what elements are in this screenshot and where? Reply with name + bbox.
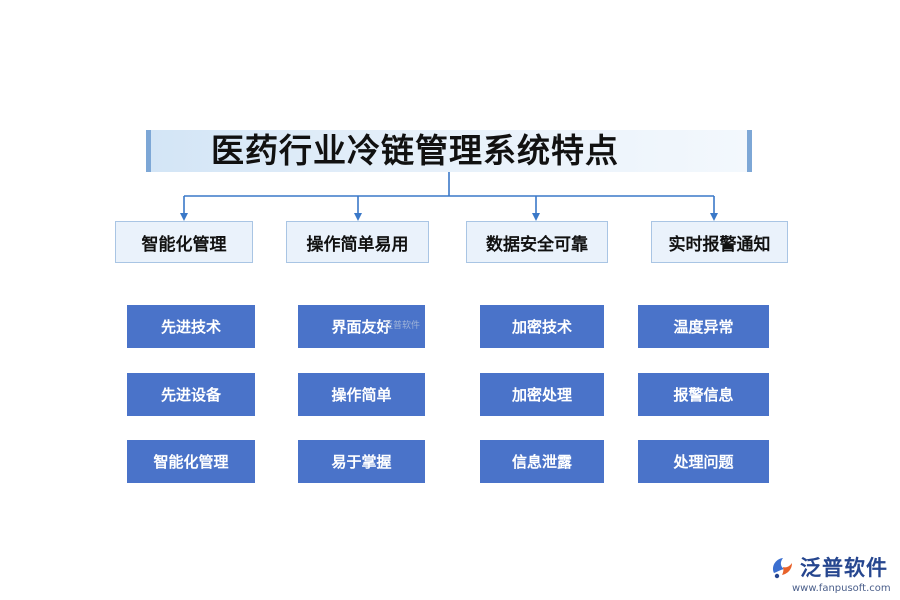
feature-label: 智能化管理: [153, 453, 229, 471]
category-label: 数据安全可靠: [486, 234, 588, 255]
category-label: 智能化管理: [141, 234, 227, 255]
feature-box: 智能化管理: [127, 440, 255, 483]
feature-label: 处理问题: [673, 453, 734, 471]
feature-box: 加密技术: [480, 305, 604, 348]
feature-label: 报警信息: [673, 386, 734, 404]
feature-box: 处理问题: [638, 440, 769, 483]
feature-box: 加密处理: [480, 373, 604, 416]
feature-label: 易于掌握: [331, 453, 392, 471]
category-data-security: 数据安全可靠: [466, 221, 608, 263]
feature-label: 加密技术: [511, 318, 572, 336]
feature-label: 操作简单: [331, 386, 392, 404]
feature-box: 操作简单: [298, 373, 425, 416]
diagram-title-box: 医药行业冷链管理系统特点: [146, 130, 752, 172]
category-label: 实时报警通知: [668, 234, 771, 255]
category-easy-operation: 操作简单易用: [286, 221, 429, 263]
fanpu-logo-icon: [773, 558, 792, 579]
feature-box: 先进设备: [127, 373, 255, 416]
feature-label: 先进设备: [160, 386, 221, 404]
feature-box: 报警信息: [638, 373, 769, 416]
feature-label: 信息泄露: [511, 453, 572, 471]
fanpu-logo: 泛普软件: [768, 552, 888, 582]
feature-box: 先进技术: [127, 305, 255, 348]
feature-box: 易于掌握: [298, 440, 425, 483]
logo-text: 泛普软件: [800, 556, 888, 580]
feature-label: 先进技术: [160, 318, 221, 336]
feature-box: 界面友好: [298, 305, 425, 348]
diagram-title: 医药行业冷链管理系统特点: [211, 131, 619, 170]
feature-label: 加密处理: [511, 386, 572, 404]
category-label: 操作简单易用: [306, 234, 409, 255]
feature-label: 温度异常: [673, 318, 734, 336]
watermark-text: 泛普软件: [384, 321, 421, 331]
feature-box: 温度异常: [638, 305, 769, 348]
category-intelligent-management: 智能化管理: [115, 221, 253, 263]
feature-box: 信息泄露: [480, 440, 604, 483]
logo-url: www.fanpusoft.com: [792, 583, 891, 594]
feature-label: 界面友好: [331, 318, 392, 336]
category-realtime-alarm: 实时报警通知: [651, 221, 788, 263]
